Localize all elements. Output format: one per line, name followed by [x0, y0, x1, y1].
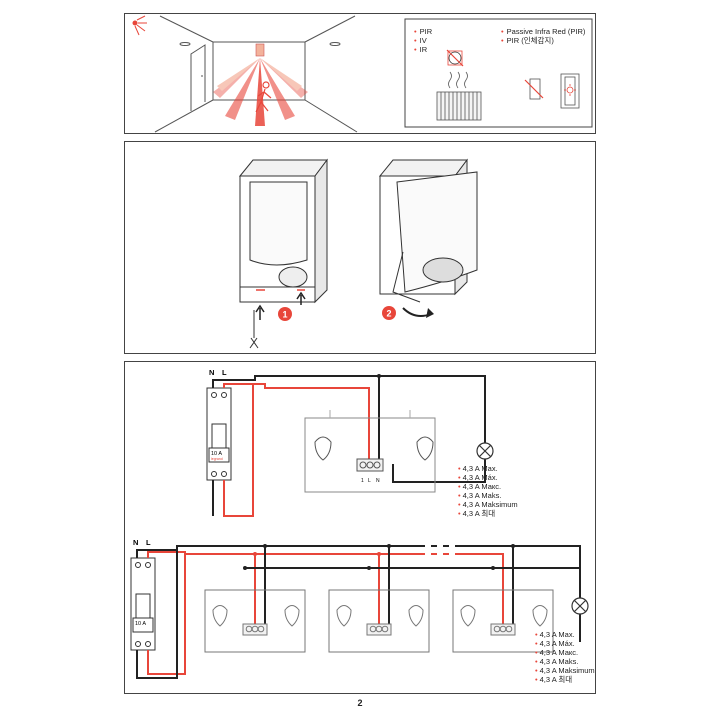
step-number: 2: [386, 309, 391, 319]
window-sun-icon: [560, 73, 580, 109]
room-illustration: [132, 15, 593, 133]
sensor-legend-right: •Passive Infra Red (PIR) •PIR (인체감지): [501, 27, 586, 45]
device-open: [378, 158, 478, 303]
step-number: 1: [282, 310, 287, 320]
wiring-diagram-panel: N L 10 A legrand 1 L N: [124, 361, 596, 694]
rating-item: 4,3 A 최대: [462, 509, 496, 518]
terminal-label: L: [222, 368, 227, 377]
rating-item: 4,3 A Máx.: [462, 473, 498, 482]
legend-item: IV: [419, 36, 427, 45]
page-number: 2: [357, 698, 363, 708]
cover-removal-panel: 1 2: [124, 141, 596, 354]
terminal-label: N: [133, 538, 138, 547]
device-terminal: N: [376, 478, 380, 484]
rating-item: 4,3 A Макс.: [462, 482, 502, 491]
walking-person-icon: [255, 81, 272, 113]
rating-item: 4,3 A Maksimum: [462, 500, 518, 509]
terminal-label: N: [209, 368, 214, 377]
rating-item: 4,3 A Max.: [462, 464, 498, 473]
radiator-icon: [436, 71, 482, 121]
rating-item: 4,3 A Maks.: [462, 491, 502, 500]
terminal-label: L: [146, 538, 151, 547]
detector-base: [328, 589, 430, 653]
step-badge: [382, 306, 396, 320]
lamp-icon: [476, 442, 494, 460]
device-terminal: L: [368, 478, 371, 484]
legend-item: PIR: [419, 27, 433, 36]
detector-base: [452, 589, 554, 653]
circuit-breaker: [130, 557, 156, 651]
rating-item: 4,3 A Maks.: [539, 657, 579, 666]
legend-item: Passive Infra Red (PIR): [506, 27, 586, 36]
rating-item: 4,3 A 최대: [539, 675, 573, 684]
wall-sensor-crossed-icon: [524, 78, 544, 100]
legend-item: IR: [419, 45, 428, 54]
breaker-brand: legrand: [211, 457, 223, 461]
legend-item: PIR (인체감지): [506, 36, 554, 45]
device-terminal: 1: [361, 478, 364, 484]
load-ratings-a: •4,3 A Max. •4,3 A Máx. •4,3 A Макс. •4,…: [458, 464, 518, 518]
step-badge: [278, 307, 292, 321]
detector-base: [204, 589, 306, 653]
load-ratings-b: •4,3 A Max. •4,3 A Máx. •4,3 A Макс. •4,…: [535, 630, 595, 684]
circuit-breaker: [206, 387, 232, 481]
rating-item: 4,3 A Макс.: [539, 648, 579, 657]
detection-principle-panel: •PIR •IV •IR •Passive Infra Red (PIR) •P…: [124, 13, 596, 134]
no-direct-heat-icon: [446, 49, 464, 67]
breaker-rating: 10 A: [135, 621, 146, 627]
rating-item: 4,3 A Max.: [539, 630, 575, 639]
wiring-diagram: N L 10 A legrand 1 L N: [130, 368, 589, 679]
rating-item: 4,3 A Maksimum: [539, 666, 595, 675]
detector-base: [304, 410, 436, 493]
lamp-icon: [571, 597, 589, 615]
cover-removal-illustration: 1 2: [238, 158, 478, 349]
screwdriver-icon: [249, 310, 259, 349]
rating-item: 4,3 A Máx.: [539, 639, 575, 648]
sensor-types-box: [404, 18, 593, 128]
breaker-rating: 10 A: [211, 451, 222, 457]
sensor-radiation-icon: [132, 15, 147, 36]
sensor-legend-left: •PIR •IV •IR: [414, 27, 433, 54]
device-closed: [238, 158, 328, 304]
